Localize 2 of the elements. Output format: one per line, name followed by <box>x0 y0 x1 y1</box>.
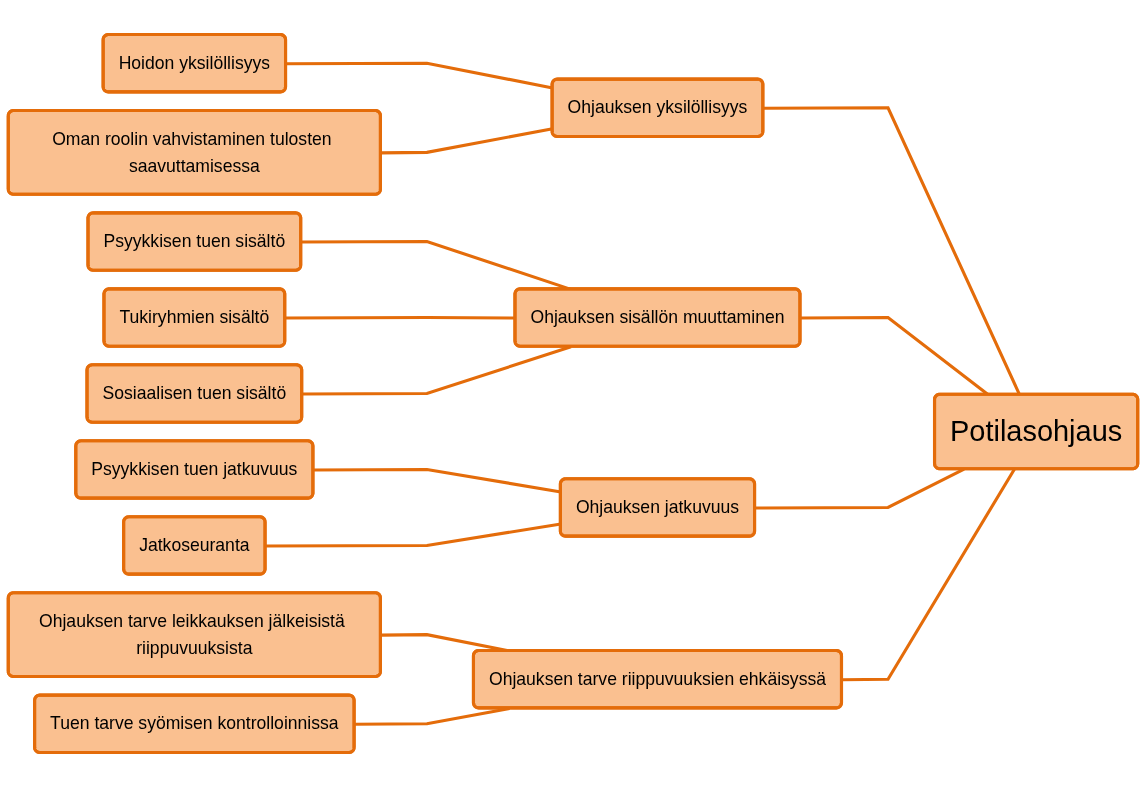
connector <box>842 468 1016 682</box>
connector <box>285 315 516 320</box>
